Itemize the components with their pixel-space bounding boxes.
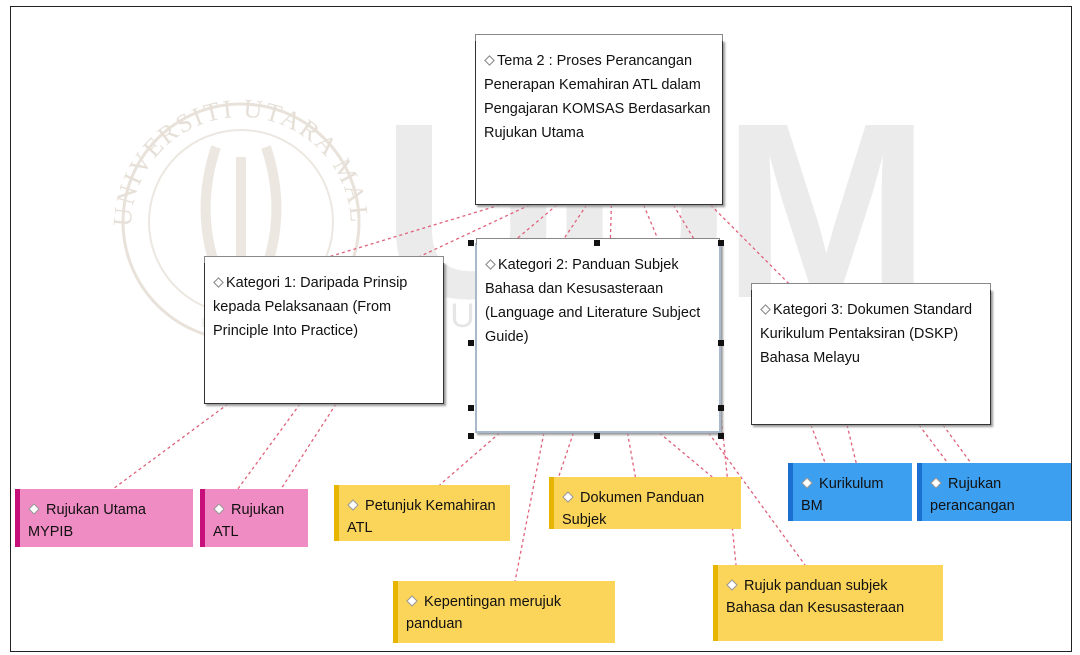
category-node-2[interactable]: Kategori 2: Panduan Subjek Bahasa dan Ke… [475, 238, 721, 433]
category-node-3[interactable]: Kategori 3: Dokumen Standard Kurikulum P… [751, 283, 991, 425]
connector-line [659, 432, 713, 478]
leaf-node-kurikulum-bm[interactable]: Kurikulum BM [788, 463, 912, 521]
resize-handle-right-upper[interactable] [718, 340, 724, 346]
category-node-1[interactable]: Kategori 1: Daripada Prinsip kepada Pela… [204, 256, 444, 404]
diamond-node-icon [485, 259, 496, 270]
leaf-node-rujukan-perancangan[interactable]: Rujukan perancangan [917, 463, 1071, 521]
leaf-node-label: Rujuk panduan subjek Bahasa dan Kesusast… [726, 578, 905, 616]
connector-line [514, 432, 545, 582]
leaf-node-label: Rujukan ATL [213, 502, 285, 540]
connector-line [626, 432, 637, 478]
diamond-node-icon [726, 579, 738, 591]
connector-line [846, 424, 857, 464]
diamond-node-icon [213, 277, 224, 288]
connector-line [439, 432, 501, 486]
leaf-node-label: Kurikulum BM [801, 476, 884, 514]
connector-line [918, 424, 949, 464]
root-node-tema-2[interactable]: Tema 2 : Proses Perancangan Penerapan Ke… [475, 34, 723, 205]
resize-handle-top-right[interactable] [718, 240, 724, 246]
resize-handle-left-mid[interactable] [468, 405, 474, 411]
connector-line [810, 424, 826, 464]
resize-handle-bottom[interactable] [594, 433, 600, 439]
diamond-node-icon [347, 499, 359, 511]
connector-line [557, 432, 575, 478]
category-node-label: Kategori 3: Dokumen Standard Kurikulum P… [760, 302, 973, 366]
resize-handle-top-left[interactable] [468, 240, 474, 246]
diamond-node-icon [406, 595, 418, 607]
connector-line [311, 204, 500, 263]
leaf-node-label: Dokumen Panduan Subjek [562, 490, 705, 528]
diamond-node-icon [760, 304, 771, 315]
resize-handle-bottom-left[interactable] [468, 433, 474, 439]
leaf-node-rujukan-atl[interactable]: Rujukan ATL [200, 489, 308, 547]
diamond-node-icon [930, 477, 942, 489]
leaf-node-kepentingan-merujuk-panduan[interactable]: Kepentingan merujuk panduan [393, 581, 615, 643]
connector-line [237, 403, 301, 490]
leaf-node-label: Rujukan perancangan [930, 476, 1015, 514]
diamond-node-icon [801, 477, 813, 489]
seal-ring-text: UNIVERSITI UTARA MALAYSIA [11, 7, 374, 228]
resize-handle-bottom-right[interactable] [718, 433, 724, 439]
connector-line [710, 204, 795, 290]
resize-handle-right-mid[interactable] [718, 405, 724, 411]
leaf-node-dokumen-panduan-subjek[interactable]: Dokumen Panduan Subjek [549, 477, 741, 529]
leaf-node-rujukan-utama-mypib[interactable]: Rujukan Utama MYPIB [15, 489, 193, 547]
resize-handle-top[interactable] [594, 240, 600, 246]
diamond-node-icon [28, 503, 40, 515]
leaf-node-label: Rujukan Utama MYPIB [28, 502, 146, 540]
diagram-canvas: UNIVERSITI UTARA MALAYSIA BUDI BAHASA UU… [10, 6, 1072, 652]
diamond-node-icon [213, 503, 225, 515]
leaf-node-rujuk-panduan-subjek[interactable]: Rujuk panduan subjek Bahasa dan Kesusast… [713, 565, 943, 641]
diamond-node-icon [562, 491, 574, 503]
connector-line [280, 403, 337, 490]
leaf-node-label: Kepentingan merujuk panduan [406, 594, 562, 632]
root-node-label: Tema 2 : Proses Perancangan Penerapan Ke… [484, 53, 711, 141]
connector-line [112, 403, 229, 490]
leaf-node-label: Petunjuk Kemahiran ATL [347, 498, 496, 536]
resize-handle-left-upper[interactable] [468, 340, 474, 346]
category-node-label: Kategori 2: Panduan Subjek Bahasa dan Ke… [485, 257, 701, 345]
category-node-label: Kategori 1: Daripada Prinsip kepada Pela… [213, 275, 408, 339]
diamond-node-icon [484, 55, 495, 66]
connector-line [942, 424, 972, 464]
leaf-node-petunjuk-kemahiran-atl[interactable]: Petunjuk Kemahiran ATL [334, 485, 510, 541]
